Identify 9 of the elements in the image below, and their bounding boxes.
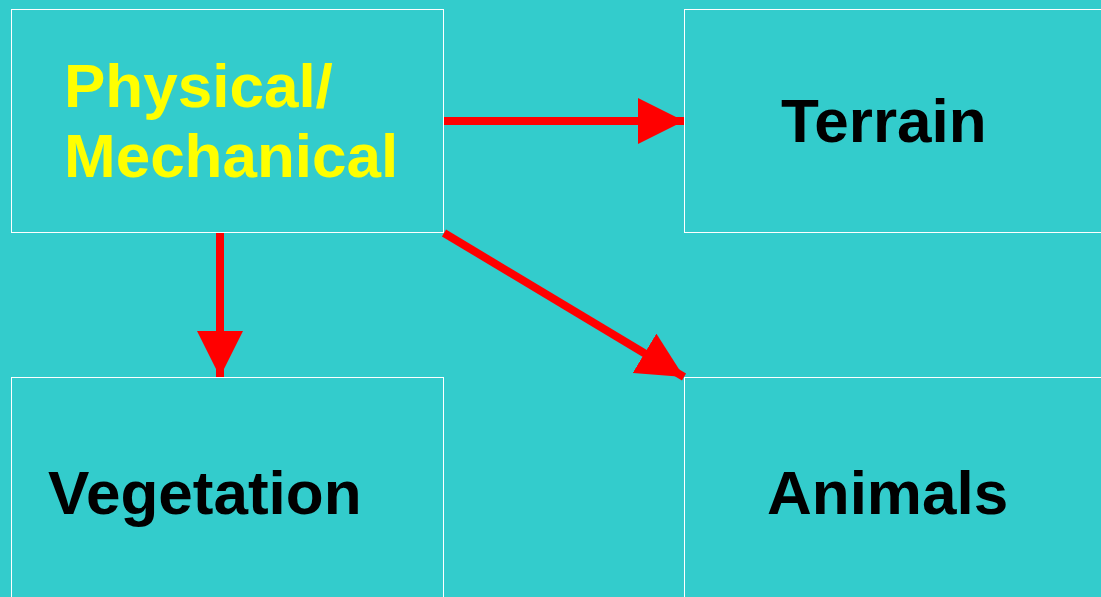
box-label: Physical/ Mechanical: [64, 51, 400, 191]
text-box: [684, 377, 1101, 597]
box-label: Animals: [767, 458, 1009, 528]
text-box: [684, 9, 1101, 233]
arrow: [441, 229, 687, 381]
text-box: [11, 9, 444, 233]
box-label: Vegetation: [48, 458, 362, 528]
text-box: [11, 377, 444, 597]
box-label: Terrain: [781, 86, 987, 156]
